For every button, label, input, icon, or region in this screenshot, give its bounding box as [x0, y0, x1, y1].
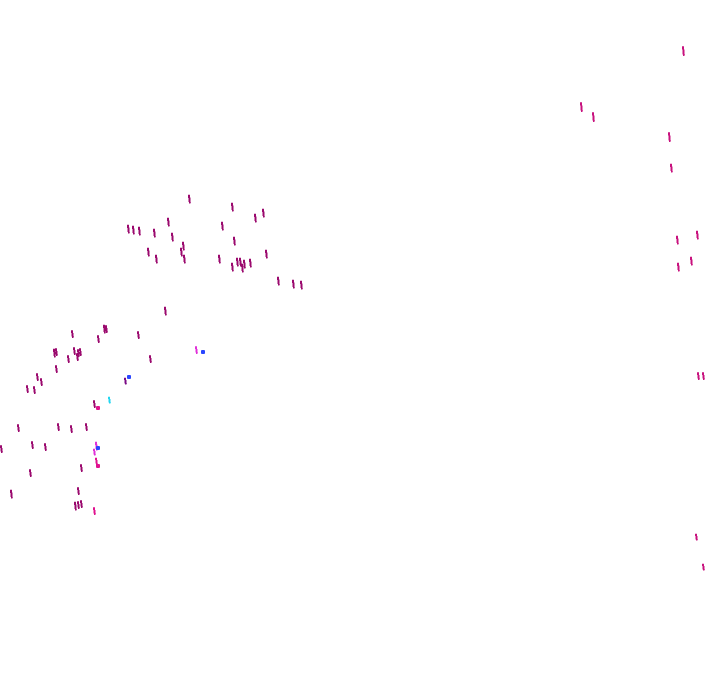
tick-mark	[80, 500, 83, 508]
tick-mark	[221, 221, 224, 231]
tick-mark	[670, 163, 673, 173]
tick-mark	[265, 249, 268, 259]
tick-mark	[55, 365, 58, 373]
tick-mark	[76, 353, 79, 361]
tick-mark	[696, 230, 699, 240]
tick-mark	[77, 501, 80, 509]
tick-mark	[171, 232, 174, 242]
tick-mark	[243, 259, 246, 269]
tick-mark	[137, 331, 140, 339]
tick-mark	[682, 46, 685, 56]
tick-mark	[702, 372, 705, 380]
tick-mark	[97, 335, 100, 343]
dot-mark	[200, 349, 206, 355]
tick-mark	[236, 257, 239, 267]
tick-mark	[17, 424, 20, 432]
tick-mark	[57, 423, 60, 431]
tick-mark	[93, 507, 96, 515]
tick-mark	[239, 257, 242, 267]
tick-mark	[74, 501, 77, 511]
tick-mark	[40, 378, 43, 386]
tick-mark	[292, 279, 295, 289]
tick-mark	[147, 247, 150, 257]
tick-mark	[77, 487, 80, 495]
tick-mark	[695, 533, 698, 541]
tick-mark	[182, 241, 185, 251]
tick-mark	[218, 254, 221, 264]
tick-mark	[138, 226, 141, 236]
tick-mark	[592, 112, 595, 122]
tick-mark	[31, 441, 34, 449]
tick-mark	[124, 377, 127, 385]
tick-mark	[676, 235, 679, 245]
tick-mark	[29, 469, 32, 477]
tick-mark	[180, 247, 183, 257]
tick-mark	[36, 373, 39, 381]
tick-mark	[690, 256, 693, 266]
tick-mark	[55, 348, 58, 356]
dot-mark	[95, 405, 101, 411]
tick-mark	[127, 224, 130, 234]
tick-mark	[262, 208, 265, 218]
tick-mark	[300, 280, 303, 290]
tick-mark	[70, 425, 73, 433]
dot-mark	[126, 374, 132, 380]
tick-mark	[132, 225, 135, 235]
tick-mark	[195, 346, 198, 354]
tick-mark	[149, 355, 152, 363]
tick-mark	[93, 448, 96, 456]
tick-mark	[105, 325, 108, 333]
tick-mark	[103, 324, 106, 334]
tick-mark	[155, 254, 158, 264]
tick-mark	[231, 202, 234, 212]
tick-mark	[80, 464, 83, 472]
tick-mark	[241, 263, 244, 273]
tick-mark	[164, 306, 167, 316]
tick-mark	[77, 349, 80, 357]
tick-mark	[71, 330, 74, 338]
tick-mark	[188, 194, 191, 204]
tick-mark	[10, 489, 13, 499]
tick-mark	[44, 443, 47, 451]
tick-mark	[0, 445, 3, 453]
tick-mark	[702, 563, 705, 571]
tick-mark	[93, 400, 96, 408]
tick-mark	[277, 276, 280, 286]
tick-mark	[254, 213, 257, 223]
tick-mark	[167, 217, 170, 227]
tick-mark	[85, 423, 88, 431]
tick-mark	[26, 385, 29, 393]
tick-mark	[53, 348, 56, 358]
tick-mark	[79, 348, 82, 356]
tick-mark	[108, 396, 111, 404]
tick-mark	[233, 236, 236, 246]
tick-mark	[677, 262, 680, 272]
dot-mark	[95, 463, 101, 469]
tick-mark	[67, 355, 70, 363]
tick-mark	[249, 258, 252, 268]
tick-mark	[95, 457, 98, 465]
tick-mark	[153, 228, 156, 238]
tick-mark	[73, 347, 76, 355]
tick-mark	[697, 372, 700, 380]
tick-mark	[183, 254, 186, 264]
dot-mark	[95, 445, 101, 451]
tick-mark	[580, 102, 583, 112]
tick-mark	[668, 132, 671, 142]
tick-mark	[231, 262, 234, 272]
tick-mark	[33, 386, 36, 394]
